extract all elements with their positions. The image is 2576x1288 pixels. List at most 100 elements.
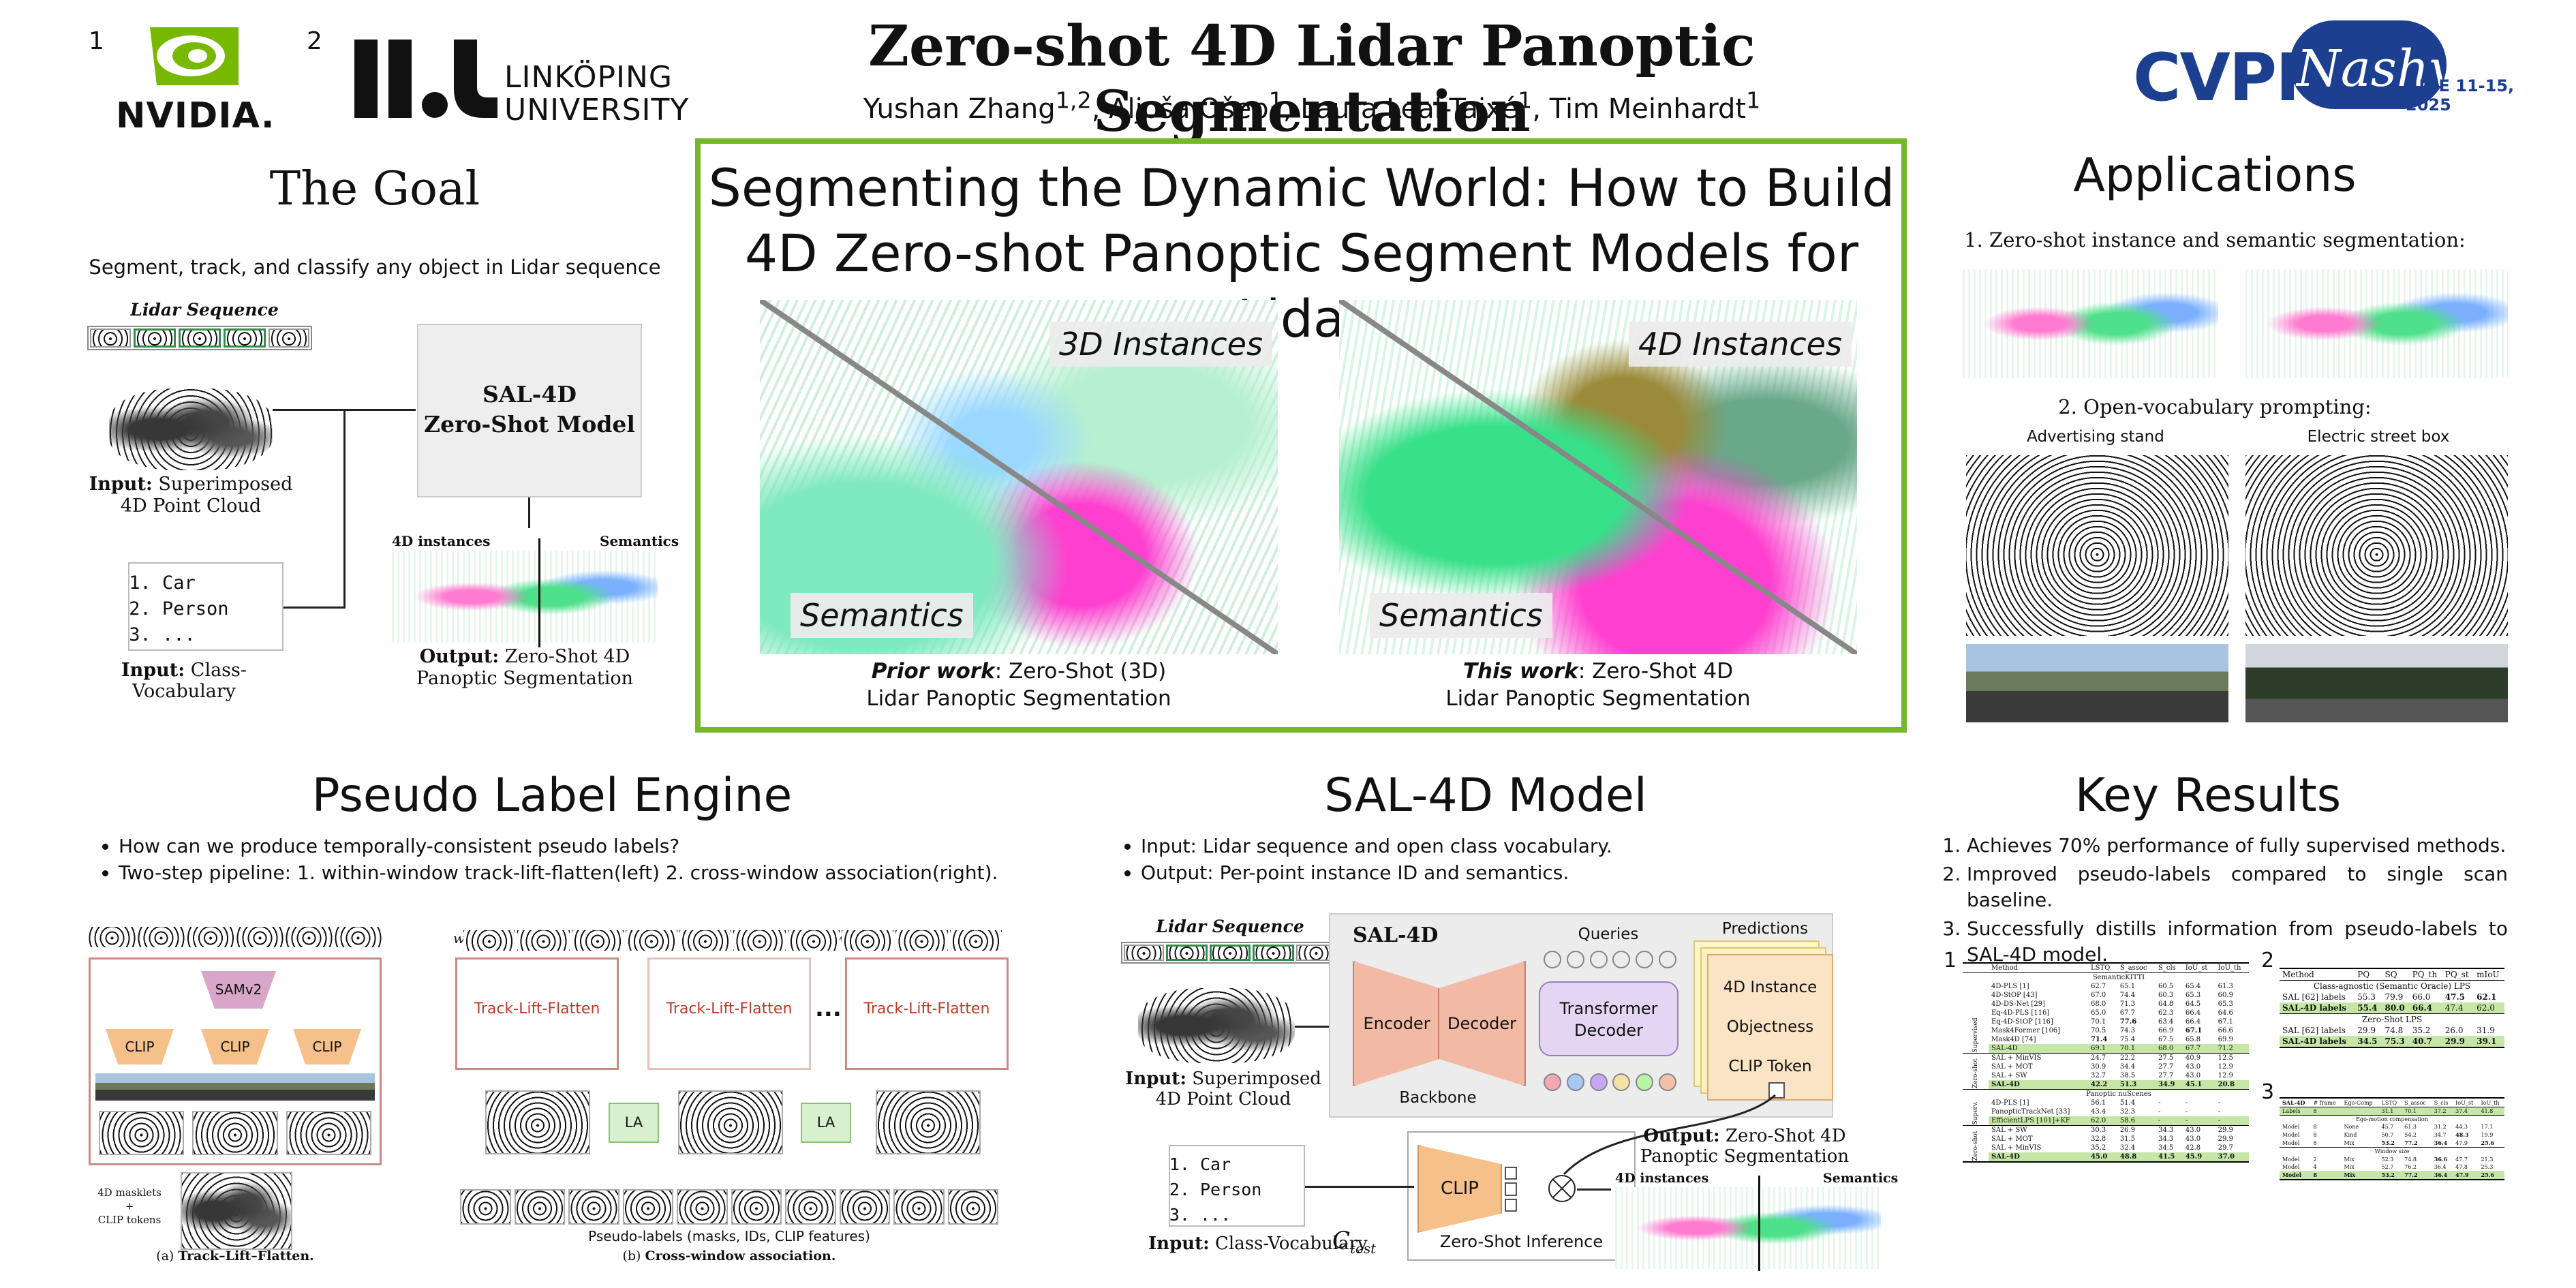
arrow bbox=[343, 409, 346, 609]
pseudo-a-image-strip bbox=[95, 1073, 375, 1101]
nvidia-wordmark: NVIDIA. bbox=[116, 95, 275, 136]
goal-output-image bbox=[392, 551, 658, 643]
sal-bullet: Output: Per-point instance ID and semant… bbox=[1141, 861, 1867, 884]
frame-thumb bbox=[236, 927, 283, 947]
frame-thumb bbox=[1165, 945, 1208, 961]
poster-title: Zero-shot 4D Lidar Panoptic Segmentation bbox=[868, 14, 1755, 144]
table-1-number: 1 bbox=[1944, 949, 1957, 972]
goal-input-pc-caption: Input: Superimposed 4D Point Cloud bbox=[89, 474, 293, 517]
cvpr-script: Nashville bbox=[2297, 40, 2536, 98]
frame-thumb bbox=[625, 930, 678, 951]
goal-output-caption: Output: Zero-Shot 4D Panoptic Segmentati… bbox=[416, 646, 633, 689]
guitar-icon bbox=[2290, 20, 2447, 109]
frame-thumb bbox=[571, 930, 624, 951]
multiply-icon bbox=[1547, 1174, 1577, 1203]
clip-block: CLIP bbox=[201, 1029, 269, 1064]
arrow bbox=[1295, 1026, 1349, 1028]
prompt-left-scan bbox=[1966, 455, 2228, 636]
frame-thumb bbox=[134, 328, 176, 348]
table-group-label: Ego-motion compensation bbox=[2356, 1116, 2428, 1122]
query-token-icon bbox=[1566, 951, 1584, 968]
author-list: Yushan Zhang1,2, Aljoša Ošep1, Laura Lea… bbox=[863, 87, 1761, 125]
frame-thumb bbox=[138, 927, 185, 947]
prediction-clip-token: CLIP Token bbox=[1728, 1058, 1812, 1075]
affiliation-number-2: 2 bbox=[307, 27, 322, 55]
center-heading: Segmenting the Dynamic World: How to Bui… bbox=[702, 155, 1901, 352]
clip-token-link bbox=[1563, 1094, 1776, 1176]
key-result-item: Successfully distills information from p… bbox=[1967, 916, 2508, 968]
sal-lidar-sequence-label: Lidar Sequence bbox=[1156, 917, 1304, 936]
author-1: Yushan Zhang1,2 bbox=[863, 87, 1092, 125]
sal-out-right-label: Semantics bbox=[1823, 1171, 1899, 1186]
liu-mark-icon bbox=[354, 40, 497, 118]
prior-tag-top: 3D Instances bbox=[1049, 322, 1272, 367]
clip-block: CLIP bbox=[106, 1029, 174, 1064]
pseudo-caption-a: (a) Track–Lift–Flatten. bbox=[156, 1248, 314, 1263]
sal-output-divider bbox=[1758, 1176, 1760, 1271]
query-token-icon bbox=[1636, 1073, 1654, 1091]
prior-work-caption: Prior work: Zero-Shot (3D) Lidar Panopti… bbox=[866, 659, 1171, 711]
vocab-item: ... bbox=[1200, 1203, 1304, 1226]
frame-thumb bbox=[224, 328, 266, 348]
pseudo-label-frame bbox=[514, 1189, 565, 1225]
pseudo-label-frame bbox=[568, 1189, 619, 1225]
sal-input-vocab-caption: Input: Class-Vocabulary bbox=[1148, 1233, 1368, 1254]
sal-output-image bbox=[1615, 1187, 1881, 1269]
table-group-label: Window size bbox=[2374, 1148, 2410, 1154]
la-block-1: LA bbox=[609, 1103, 659, 1143]
pseudo-label-frame bbox=[622, 1189, 673, 1225]
diagonal-divider bbox=[1339, 300, 1857, 654]
predictions-label: Predictions bbox=[1721, 920, 1809, 938]
cvpr-dates: JUNE 11-15, 2025 bbox=[2406, 76, 2515, 114]
this-tag-bottom: Semantics bbox=[1370, 593, 1552, 638]
vocab-item: Car bbox=[162, 572, 282, 595]
frame-thumb bbox=[787, 930, 840, 951]
la-block-2: LA bbox=[801, 1103, 851, 1143]
app-image-right bbox=[2245, 269, 2508, 378]
frame-thumb bbox=[90, 328, 131, 348]
table-group-label: Class-agnostic (Semantic Oracle) LPS bbox=[2313, 981, 2471, 991]
sal-bullets: Input: Lidar sequence and open class voc… bbox=[1118, 835, 1867, 888]
vocab-item: Car bbox=[1200, 1153, 1304, 1176]
table-group-label: SemanticKITTI bbox=[2092, 974, 2145, 981]
sal-vocab-box: Car Person ... bbox=[1169, 1145, 1305, 1227]
frame-thumb bbox=[89, 927, 136, 947]
query-token-icon bbox=[1566, 1073, 1584, 1091]
app-image-left bbox=[1963, 269, 2218, 378]
feature-square-icon bbox=[1505, 1167, 1517, 1180]
pseudo-label-frame bbox=[839, 1189, 890, 1225]
sal-model-title: SAL-4D bbox=[1353, 923, 1439, 947]
frame-thumb bbox=[679, 930, 732, 951]
table-group-label: Panoptic nuScenes bbox=[2086, 1090, 2151, 1098]
queries-label: Queries bbox=[1578, 925, 1639, 943]
prompt-right-scan bbox=[2245, 455, 2508, 636]
clip-feature-icons bbox=[1505, 1167, 1517, 1212]
pseudo-a-frame-strip bbox=[89, 927, 382, 947]
frame-thumb bbox=[285, 927, 333, 947]
table-2-number: 2 bbox=[2261, 949, 2275, 972]
pseudo-caption-b: (b) Cross-window association. bbox=[622, 1248, 836, 1263]
frame-thumb bbox=[842, 930, 894, 951]
pseudo-a-flattened bbox=[181, 1172, 292, 1250]
feature-square-icon bbox=[1505, 1198, 1517, 1212]
prompt-left-photo bbox=[1966, 644, 2228, 722]
prediction-card: 4D Instance Objectness CLIP Token bbox=[1707, 954, 1833, 1101]
sal-heading: SAL-4D Model bbox=[1324, 769, 1647, 823]
